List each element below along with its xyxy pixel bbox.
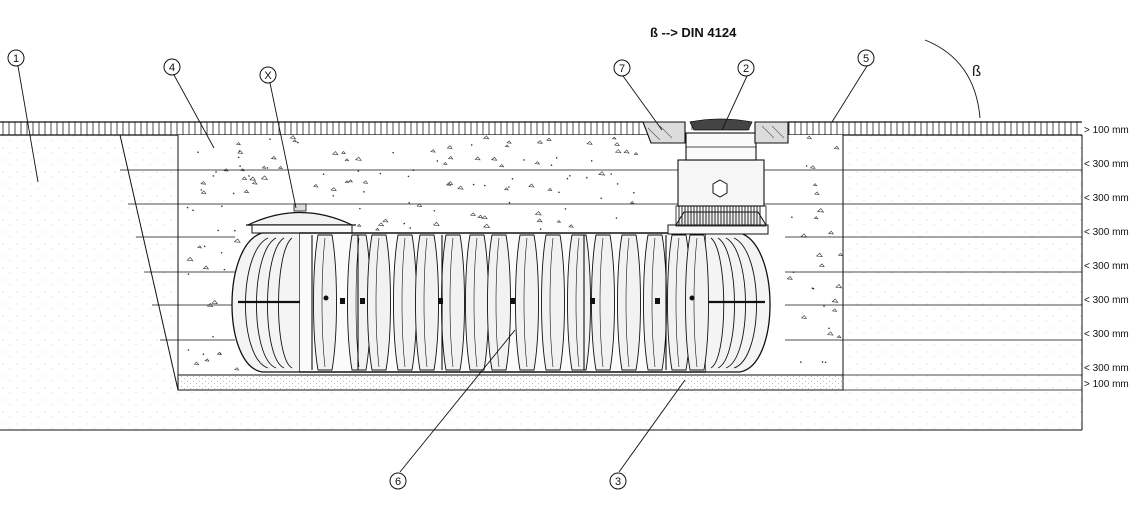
- callout-6-tank: 6: [389, 472, 407, 490]
- dim-bedding: > 100 mm: [1084, 379, 1129, 390]
- dim-layer-7: < 300 mm: [1084, 363, 1129, 374]
- callout-circle: [163, 58, 181, 76]
- dim-top-cover: > 100 mm: [1084, 125, 1129, 136]
- dim-layer-1: < 300 mm: [1084, 159, 1129, 170]
- callout-7-cover-ring: 7: [613, 59, 631, 77]
- callout-leaders: [17, 39, 981, 473]
- callout-number: 3: [615, 476, 621, 488]
- sand-bedding: [177, 374, 844, 391]
- slope-angle-symbol: ß: [972, 63, 981, 80]
- dim-layer-6: < 300 mm: [1084, 329, 1129, 340]
- dim-layer-2: < 300 mm: [1084, 193, 1129, 204]
- callout-x-dome: X: [259, 66, 277, 84]
- callout-number: 1: [13, 53, 19, 65]
- callout-number: 6: [395, 476, 401, 488]
- manhole-cover: [642, 118, 789, 144]
- callout-circle: [609, 472, 627, 490]
- dim-layer-4: < 300 mm: [1084, 261, 1129, 272]
- callout-5-topsoil: 5: [857, 49, 875, 67]
- callout-number: X: [264, 70, 272, 82]
- tank-assembly: [231, 118, 789, 373]
- dimension-labels: > 100 mm < 300 mm < 300 mm < 300 mm < 300 mm…: [1084, 125, 1129, 390]
- callout-number: 7: [619, 63, 625, 75]
- left-dome-cover: [247, 212, 353, 226]
- callout-1-native-soil: 1: [7, 49, 25, 67]
- turf-layer: [0, 121, 1082, 136]
- callout-4-backfill: 4: [163, 58, 181, 76]
- slope-line-left: [119, 134, 179, 391]
- callout-circle: [259, 66, 277, 84]
- backfill-gravel: [186, 135, 843, 371]
- callout-number: 5: [863, 53, 869, 65]
- callout-circle: [7, 49, 25, 67]
- din-reference-label: ß --> DIN 4124: [650, 25, 737, 40]
- callout-number: 2: [743, 63, 749, 75]
- callout-circle: [389, 472, 407, 490]
- left-dome-cap: [293, 203, 307, 212]
- callout-circle: [737, 59, 755, 77]
- inspection-shaft: [667, 132, 769, 235]
- callout-number: 4: [169, 62, 175, 74]
- callout-circle: [857, 49, 875, 67]
- callout-3-bedding: 3: [609, 472, 627, 490]
- callout-2-shaft: 2: [737, 59, 755, 77]
- callout-circle: [613, 59, 631, 77]
- compaction-layer-lines: [120, 169, 1082, 391]
- dim-layer-5: < 300 mm: [1084, 295, 1129, 306]
- dim-layer-3: < 300 mm: [1084, 227, 1129, 238]
